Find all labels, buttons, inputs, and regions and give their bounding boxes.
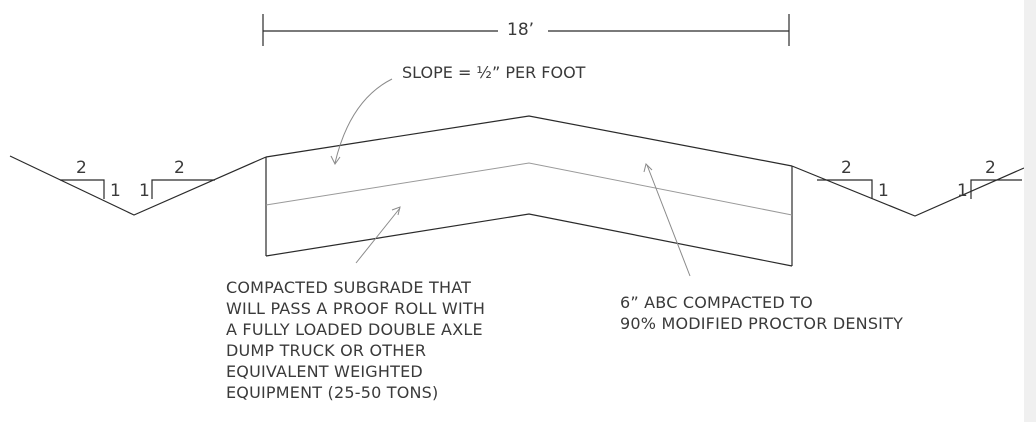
road-section — [265, 115, 793, 267]
right-outer-slope-triangle — [970, 179, 1022, 199]
left-inner-slope-triangle — [151, 179, 215, 199]
subgrade-note-line: EQUIPMENT (25-50 TONS) — [226, 383, 439, 402]
right-ditch-profile — [791, 165, 1025, 217]
right-inner-slope-triangle — [817, 179, 873, 199]
slope-leader-arrow — [330, 155, 341, 165]
subgrade-bottom — [265, 213, 793, 267]
abc-leader-line — [646, 164, 691, 277]
abc-note: 6” ABC COMPACTED TO 90% MODIFIED PROCTOR… — [620, 292, 903, 334]
abc-note-line: 90% MODIFIED PROCTOR DENSITY — [620, 314, 904, 333]
subgrade-leader-line — [355, 207, 401, 264]
right-ditch — [791, 165, 1025, 217]
dimension-line — [262, 14, 790, 46]
slope-label: SLOPE = ½” PER FOOT — [402, 63, 586, 82]
left-outer-run-label: 2 — [76, 158, 87, 178]
right-outer-run-label: 2 — [985, 158, 996, 178]
left-outer-slope-triangle — [60, 179, 105, 199]
subgrade-note-line: WILL PASS A PROOF ROLL WITH — [226, 299, 486, 318]
left-outer-rise-label: 1 — [110, 181, 121, 201]
slope-leader-line — [334, 78, 393, 164]
dimension-label: 18’ — [507, 20, 535, 40]
abc-leader-arrow — [643, 163, 653, 173]
right-inner-rise-label: 1 — [878, 181, 889, 201]
left-inner-rise-label: 1 — [139, 181, 150, 201]
left-ditch — [9, 155, 267, 216]
right-inner-run-label: 2 — [841, 158, 852, 178]
left-inner-run-label: 2 — [174, 158, 185, 178]
subgrade-leader-arrow — [391, 206, 401, 216]
road-crown-surface — [265, 115, 793, 167]
subgrade-note-line: DUMP TRUCK OR OTHER — [226, 341, 427, 360]
left-ditch-profile — [9, 155, 267, 216]
subgrade-note-line: A FULLY LOADED DOUBLE AXLE — [226, 320, 483, 339]
right-edge-panel — [1024, 0, 1036, 422]
subgrade-note: COMPACTED SUBGRADE THAT WILL PASS A PROO… — [226, 277, 485, 403]
subgrade-note-line: COMPACTED SUBGRADE THAT — [226, 278, 472, 297]
right-outer-rise-label: 1 — [957, 181, 968, 201]
leader-lines — [330, 78, 691, 277]
abc-layer-line — [265, 162, 793, 216]
abc-note-line: 6” ABC COMPACTED TO — [620, 293, 813, 312]
subgrade-note-line: EQUIVALENT WEIGHTED — [226, 362, 423, 381]
